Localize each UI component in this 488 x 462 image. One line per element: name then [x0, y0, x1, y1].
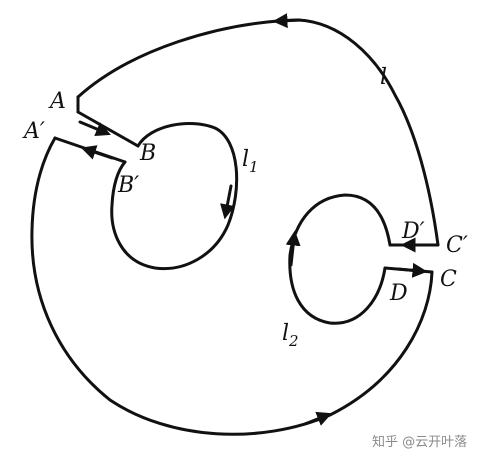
arrow-outer-bottom: [303, 411, 332, 426]
label-D: D: [389, 281, 408, 306]
label-D-prime: D′: [401, 219, 425, 244]
watermark-text: 知乎 @云开叶落: [372, 434, 467, 450]
label-l1-base: l: [242, 147, 249, 172]
inner-contour-l1: [110, 122, 239, 271]
label-B-prime: B′: [117, 173, 139, 198]
label-l2-base: l: [282, 321, 289, 346]
label-l1: l1: [242, 147, 259, 176]
label-l2: l2: [282, 321, 299, 350]
outer-contour-l-upper: [76, 18, 440, 247]
label-C-prime: C′: [446, 233, 468, 258]
label-A: A: [48, 89, 66, 114]
label-A-prime: A′: [22, 119, 45, 144]
label-C: C: [440, 267, 457, 292]
label-l: l: [380, 65, 387, 90]
inner-contour-l2: [288, 193, 392, 325]
arrow-l2: [285, 230, 301, 267]
cut-line-A-B: [76, 110, 140, 148]
arrow-cut-Bprime-Aprime: [80, 145, 114, 160]
label-B: B: [139, 141, 156, 166]
arrow-l1: [220, 184, 235, 220]
label-l1-sub: 1: [249, 158, 259, 176]
label-l2-sub: 2: [288, 332, 299, 350]
outer-contour-l-lower: [30, 136, 434, 436]
arrow-outer-top: [272, 13, 302, 29]
arrow-cut-A-B: [78, 120, 111, 137]
arrow-cut-D-C: [396, 262, 428, 278]
